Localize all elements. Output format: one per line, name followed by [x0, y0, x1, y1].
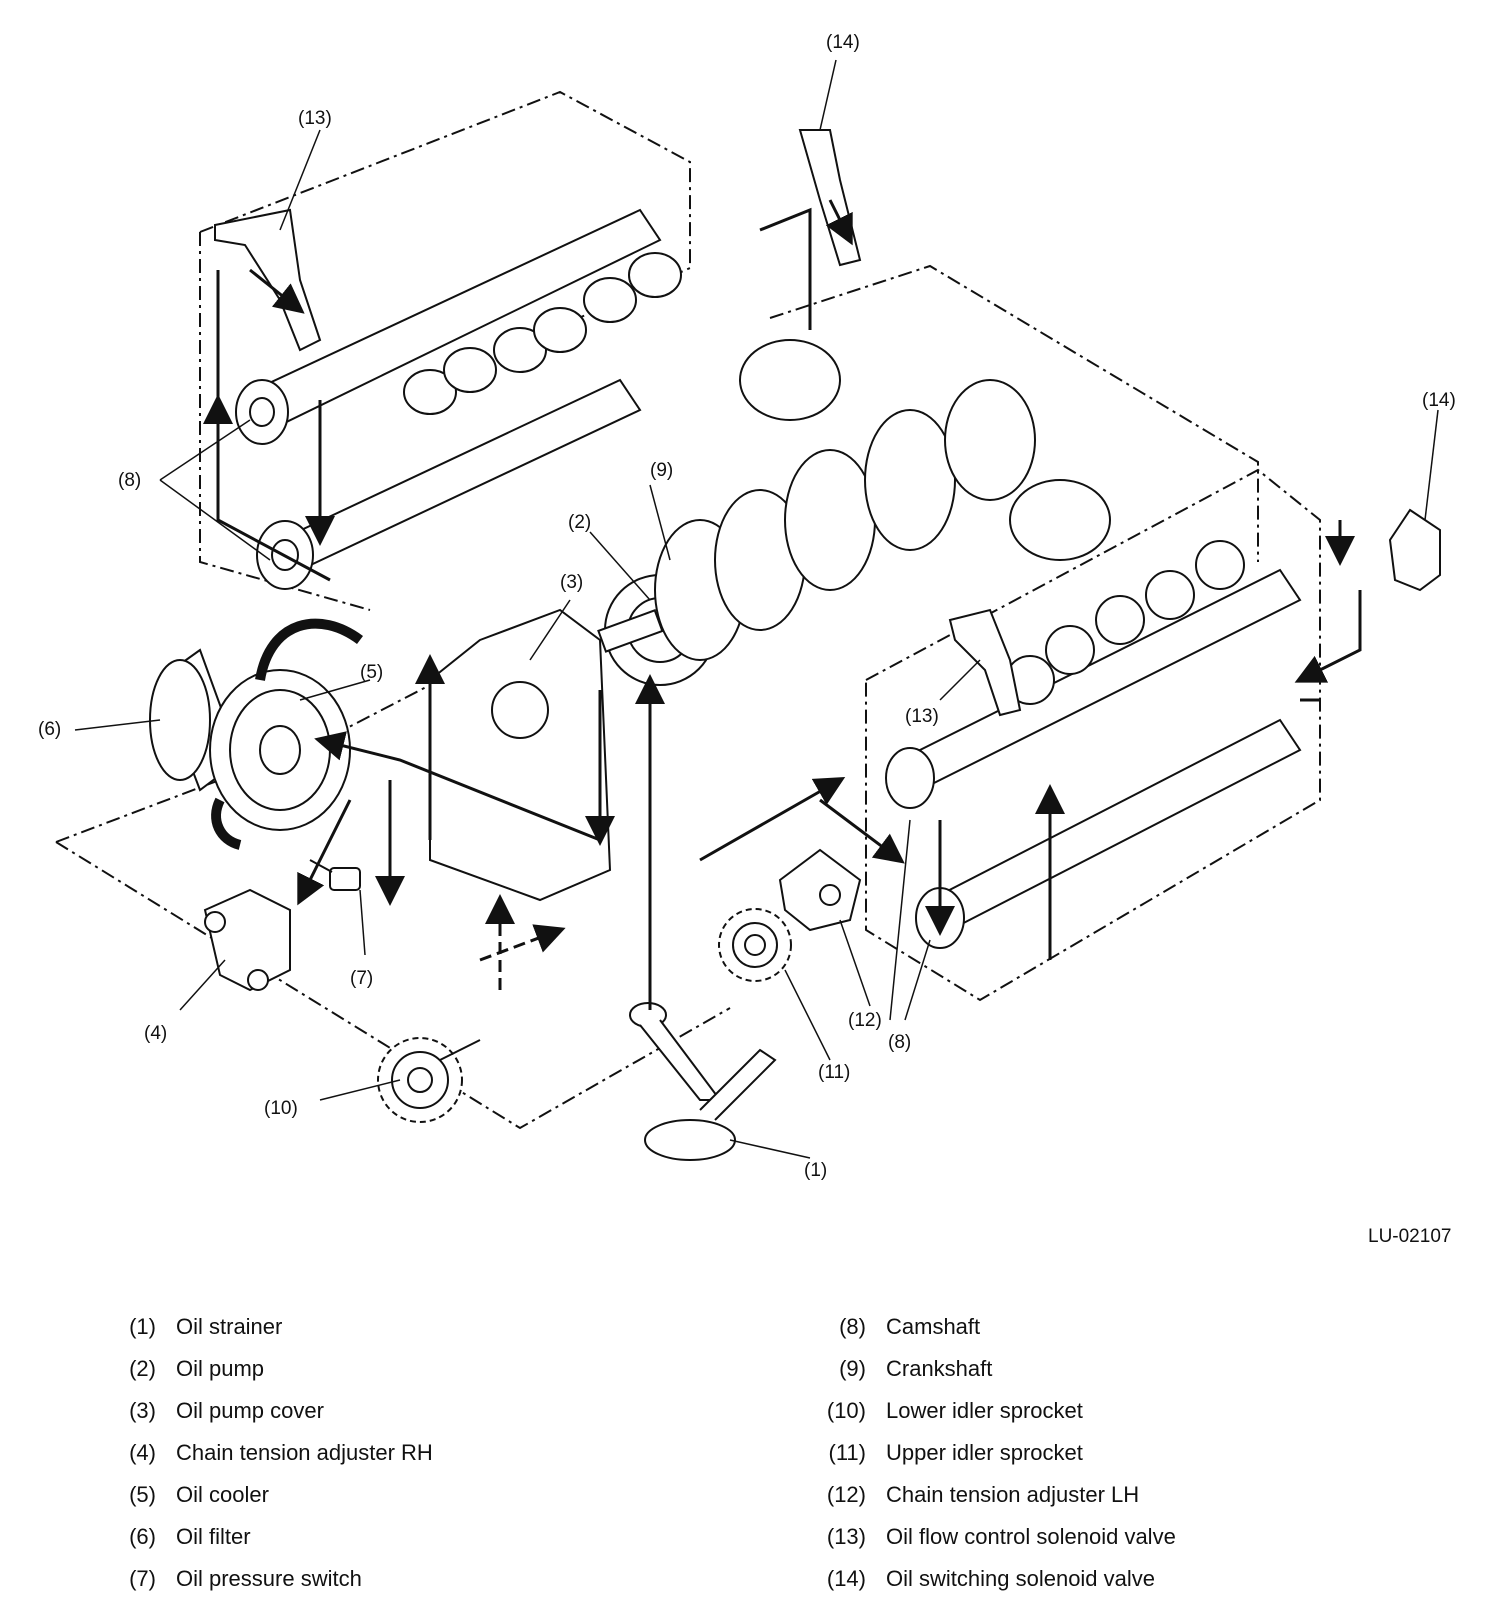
- callout-chain-tension-adjuster-rh: (4): [144, 1023, 168, 1044]
- legend-number: (11): [828, 1440, 867, 1465]
- legend-label: Oil flow control solenoid valve: [886, 1524, 1176, 1549]
- legend-number: (2): [129, 1356, 156, 1381]
- callout-upper-idler-sprocket: (11): [818, 1062, 851, 1083]
- legend-number: (10): [826, 1398, 866, 1423]
- oil-filter-cooler: [149, 618, 363, 850]
- legend-number: (1): [129, 1314, 156, 1339]
- legend-item: (11) Upper idler sprocket: [810, 1440, 1083, 1466]
- callout-leader-lines: [74, 59, 1439, 1159]
- legend-number: (7): [129, 1566, 156, 1591]
- callout-oil-pump-cover: (3): [560, 572, 584, 593]
- lh-camshafts: [885, 540, 1302, 949]
- callout-oil-switching-solenoid-top: (14): [826, 32, 860, 53]
- legend-item: (8) Camshaft: [810, 1314, 980, 1340]
- callout-camshaft-lh: (8): [888, 1032, 912, 1053]
- callout-oil-switching-solenoid-right: (14): [1422, 390, 1456, 411]
- legend-label: Camshaft: [886, 1314, 981, 1339]
- legend-label: Oil filter: [176, 1524, 251, 1549]
- legend-number: (6): [129, 1524, 156, 1549]
- legend-label: Oil strainer: [176, 1314, 283, 1339]
- engine-lubrication-diagram: [55, 59, 1441, 1161]
- legend-item: (9) Crankshaft: [810, 1356, 992, 1382]
- legend-label: Oil pump cover: [176, 1398, 324, 1423]
- legend-label: Oil pump: [176, 1356, 265, 1381]
- legend-label: Chain tension adjuster RH: [176, 1440, 433, 1465]
- legend-item: (5) Oil cooler: [100, 1482, 269, 1508]
- figure-id: LU-02107: [1368, 1226, 1452, 1247]
- callout-crankshaft: (9): [650, 460, 674, 481]
- callout-camshaft-rh: (8): [118, 470, 142, 491]
- upper-idler-sprocket: [718, 908, 792, 982]
- oil-strainer: [629, 1002, 777, 1161]
- oil-flow-lines: [203, 199, 1362, 1010]
- legend-item: (7) Oil pressure switch: [100, 1566, 362, 1592]
- legend-label: Oil pressure switch: [176, 1566, 362, 1591]
- lh-cylinder-head-outline: [865, 468, 1321, 1002]
- rh-camshafts: [235, 208, 682, 590]
- oil-pressure-switch: [309, 859, 361, 891]
- legend-number: (13): [826, 1524, 866, 1549]
- callout-oil-flow-control-solenoid-rh: (13): [298, 108, 332, 129]
- callout-oil-strainer: (1): [804, 1160, 828, 1181]
- legend-item: (13) Oil flow control solenoid valve: [810, 1524, 1176, 1550]
- legend-label: Upper idler sprocket: [886, 1440, 1083, 1465]
- legend-label: Oil switching solenoid valve: [886, 1566, 1156, 1591]
- chain-tension-adjuster-rh: [203, 888, 291, 992]
- callout-oil-flow-control-solenoid-lh: (13): [905, 706, 939, 727]
- solenoid-valves: [214, 129, 1441, 717]
- legend-item: (14) Oil switching solenoid valve: [810, 1566, 1155, 1592]
- legend-number: (4): [129, 1440, 156, 1465]
- legend-item: (4) Chain tension adjuster RH: [100, 1440, 433, 1466]
- callout-oil-pump: (2): [568, 512, 592, 533]
- callout-oil-filter: (6): [38, 719, 62, 740]
- legend-number: (12): [826, 1482, 866, 1507]
- legend-item: (12) Chain tension adjuster LH: [810, 1482, 1139, 1508]
- legend-item: (2) Oil pump: [100, 1356, 264, 1382]
- legend-item: (10) Lower idler sprocket: [810, 1398, 1083, 1424]
- legend-label: Oil cooler: [176, 1482, 269, 1507]
- legend-label: Lower idler sprocket: [886, 1398, 1083, 1423]
- legend-label: Crankshaft: [886, 1356, 993, 1381]
- legend-number: (3): [129, 1398, 156, 1423]
- legend-item: (3) Oil pump cover: [100, 1398, 324, 1424]
- callout-oil-pressure-switch: (7): [350, 968, 374, 989]
- legend-number: (14): [826, 1566, 866, 1591]
- lower-idler-sprocket: [377, 1037, 481, 1123]
- legend-item: (1) Oil strainer: [100, 1314, 282, 1340]
- callout-oil-cooler: (5): [360, 662, 384, 683]
- callout-chain-tension-adjuster-lh: (12): [848, 1010, 882, 1031]
- legend-number: (9): [839, 1356, 866, 1381]
- legend-item: (6) Oil filter: [100, 1524, 251, 1550]
- legend-number: (5): [129, 1482, 156, 1507]
- chain-tension-adjuster-lh: [778, 848, 862, 932]
- callout-lower-idler-sprocket: (10): [264, 1098, 298, 1119]
- crankshaft: [654, 339, 1111, 661]
- legend-label: Chain tension adjuster LH: [886, 1482, 1140, 1507]
- legend-number: (8): [839, 1314, 866, 1339]
